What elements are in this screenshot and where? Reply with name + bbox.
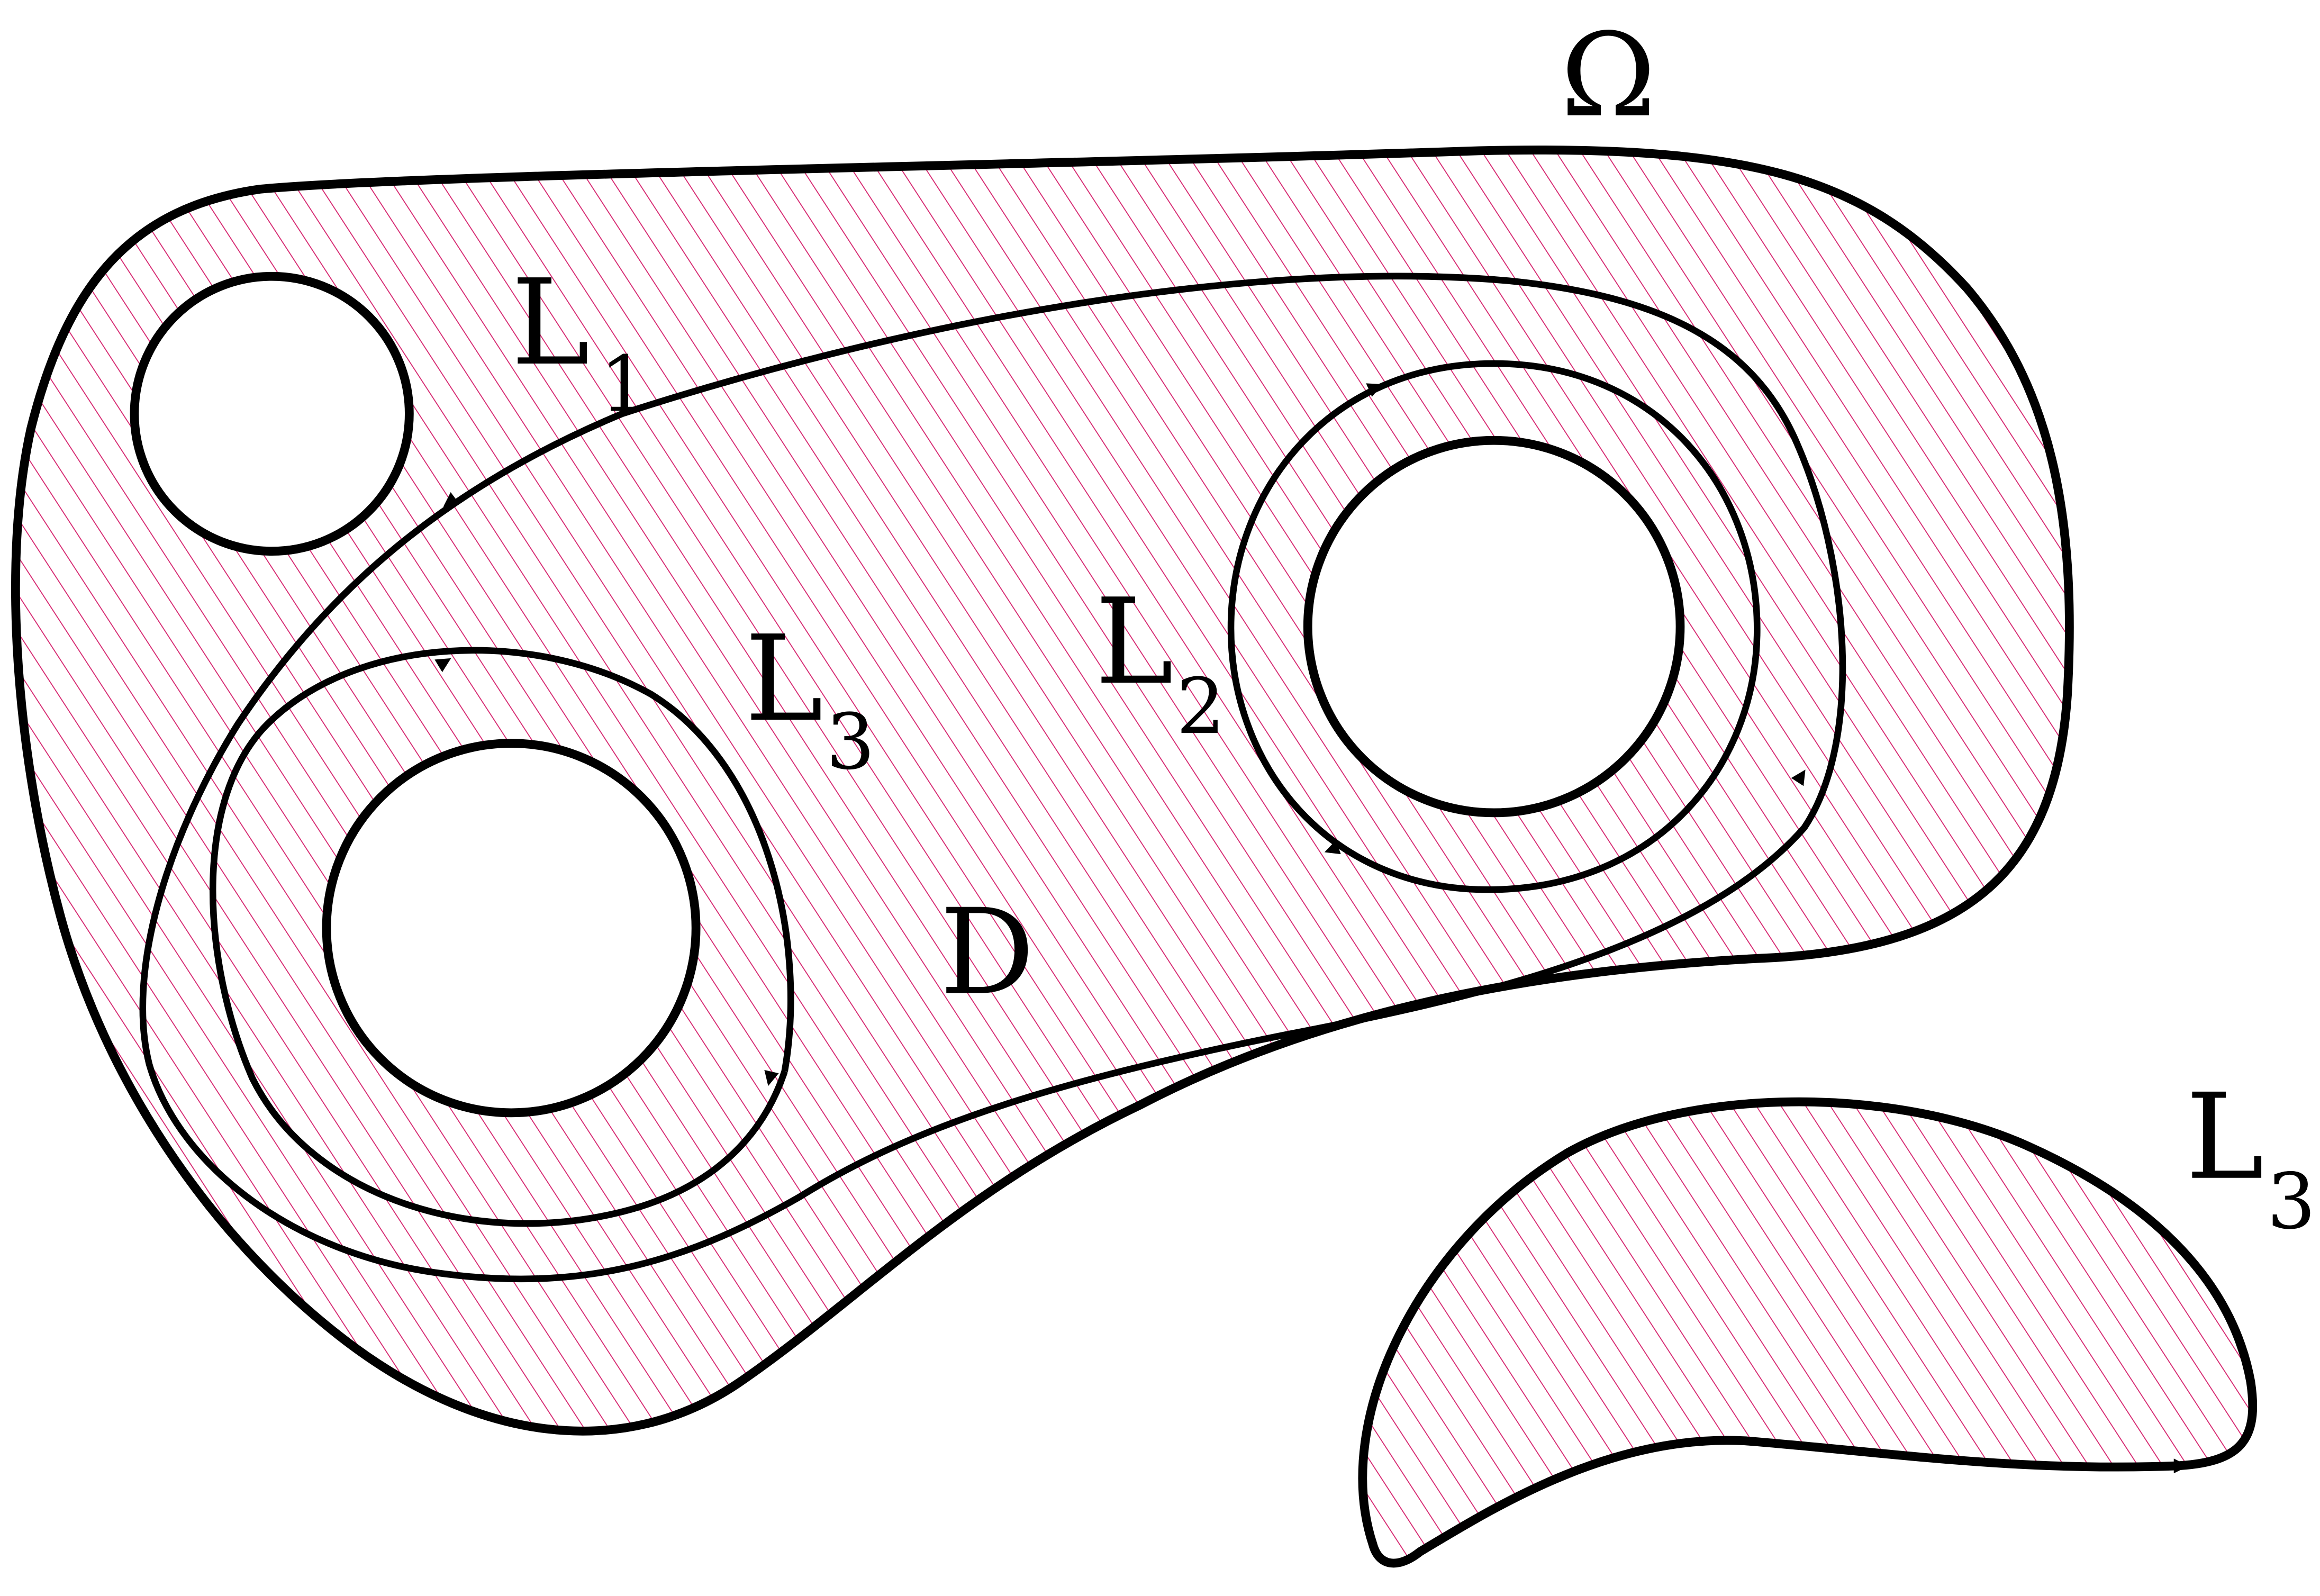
curve-l2 (1227, 360, 1761, 893)
svg-text:L: L (1095, 573, 1173, 711)
label-l3-outer: L 3 (2186, 1068, 2316, 1247)
svg-text:3: 3 (2267, 1157, 2316, 1247)
label-omega: Ω (1561, 9, 1656, 143)
crescent-region (1358, 1097, 2258, 1568)
svg-text:L: L (511, 254, 590, 392)
label-l3-inner: L 3 (745, 610, 875, 787)
label-d: D (940, 884, 1035, 1021)
svg-text:1: 1 (600, 340, 649, 429)
svg-text:L: L (745, 610, 823, 748)
curve-l3 (210, 647, 794, 1227)
label-l1: L 1 (511, 254, 649, 429)
label-l2: L 2 (1095, 573, 1225, 751)
curve-l1 (139, 273, 1846, 1283)
svg-text:L: L (2186, 1068, 2264, 1206)
svg-text:3: 3 (826, 697, 875, 787)
svg-text:2: 2 (1176, 662, 1225, 751)
